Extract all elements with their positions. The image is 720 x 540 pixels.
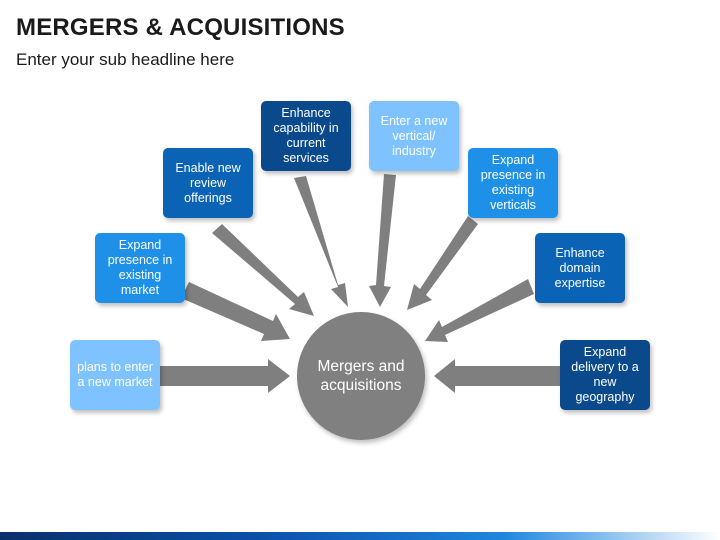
arrow-from-review-offerings	[212, 224, 314, 316]
center-circle-label: Mergers and acquisitions	[317, 358, 405, 394]
box-capability: Enhance capability in current services	[261, 101, 351, 171]
arrow-from-existing-market	[181, 282, 290, 341]
box-vertical-industry: Enter a new vertical/ industry	[369, 101, 459, 171]
box-domain-expertise: Enhance domain expertise	[535, 233, 625, 303]
box-review-offerings: Enable new review offerings	[163, 148, 253, 218]
box-existing-market-label: Expand presence in existing market	[107, 238, 173, 297]
arrow-from-domain-expertise	[425, 279, 534, 342]
slide-title: MERGERS & ACQUISITIONS	[16, 14, 345, 41]
box-existing-market: Expand presence in existing market	[95, 233, 185, 303]
center-circle: Mergers and acquisitions	[297, 312, 425, 440]
footer-gradient-bar	[0, 532, 720, 540]
arrow-from-existing-verticals	[407, 216, 478, 310]
box-existing-verticals: Expand presence in existing verticals	[468, 148, 558, 218]
box-new-market: plans to enter a new market	[70, 340, 160, 410]
slide-subtitle: Enter your sub headline here	[16, 50, 235, 69]
box-geography-label: Expand delivery to a new geography	[571, 345, 639, 404]
arrow-from-new-market	[160, 359, 290, 393]
box-domain-expertise-label: Enhance domain expertise	[554, 245, 606, 290]
arrow-from-capability	[294, 176, 348, 307]
box-capability-label: Enhance capability in current services	[273, 106, 339, 165]
box-new-market-label: plans to enter a new market	[77, 360, 153, 389]
box-geography: Expand delivery to a new geography	[560, 340, 650, 410]
arrow-from-geography	[434, 359, 560, 393]
box-vertical-industry-label: Enter a new vertical/ industry	[380, 113, 448, 158]
arrow-from-vertical-industry	[369, 174, 396, 307]
box-review-offerings-label: Enable new review offerings	[175, 160, 241, 205]
box-existing-verticals-label: Expand presence in existing verticals	[480, 153, 546, 212]
